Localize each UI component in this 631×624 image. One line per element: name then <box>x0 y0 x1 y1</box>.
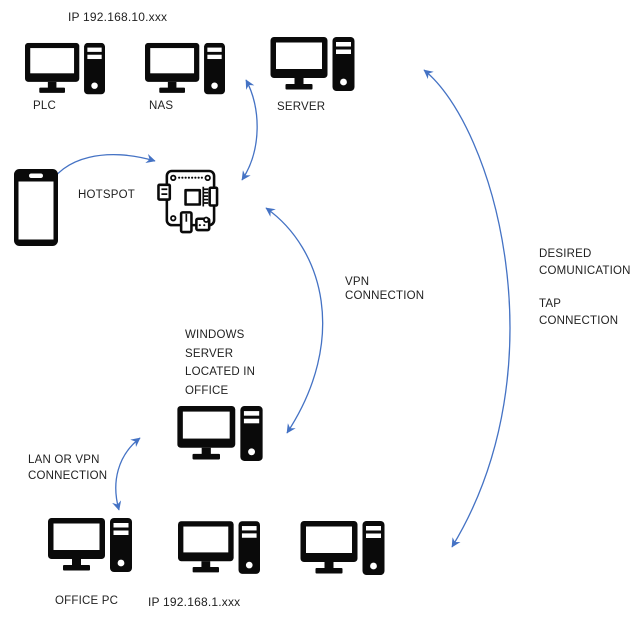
tap-connection-annotation: TAP CONNECTION <box>539 296 618 330</box>
windows-server-computer-icon <box>177 406 263 463</box>
server-label: SERVER <box>277 101 326 113</box>
windows-server-line4: OFFICE <box>185 384 229 397</box>
lan-or-vpn-line1: LAN OR VPN <box>28 454 100 466</box>
lan-or-vpn-annotation: LAN OR VPN CONNECTION <box>28 453 107 484</box>
plc-label: PLC <box>33 100 56 112</box>
windows-server-line2: SERVER <box>185 347 234 360</box>
server-computer-icon <box>270 37 355 93</box>
office-pc-computer-icon <box>48 518 132 574</box>
connection-arrow-nas-raspberry-pi <box>241 79 258 181</box>
hotspot-smartphone-icon <box>14 169 58 246</box>
subnet-top-ip-label: IP 192.168.10.xxx <box>68 10 168 24</box>
connection-arrow-tap-desired-comunication <box>423 69 511 548</box>
vpn-connection-line2: CONNECTION <box>345 289 425 302</box>
plc-computer-icon <box>25 42 105 97</box>
windows-server-line3: LOCATED IN <box>185 366 256 378</box>
office-network-pc3-icon <box>300 521 385 577</box>
tap-connection-line1: TAP <box>539 298 562 310</box>
windows-server-annotation: WINDOWS SERVER LOCATED IN OFFICE <box>185 326 255 400</box>
vpn-connection-line1: VPN <box>345 276 370 288</box>
connection-arrow-hotspot-raspberry-pi <box>46 154 156 190</box>
desired-comunication-annotation: DESIRED COMUNICATION <box>539 246 631 280</box>
subnet-bottom-ip-label: IP 192.168.1.xxx <box>148 595 241 609</box>
lan-or-vpn-line2: CONNECTION <box>28 469 108 482</box>
nas-label: NAS <box>149 100 174 112</box>
connection-arrow-vpn-raspberry-pi-windows-server <box>265 207 324 434</box>
hotspot-label: HOTSPOT <box>78 189 135 201</box>
desired-comunication-line2: COMUNICATION <box>539 265 631 277</box>
windows-server-line1: WINDOWS <box>185 329 245 341</box>
vpn-connection-annotation: VPN CONNECTION <box>345 276 424 303</box>
office-pc-label: OFFICE PC <box>55 595 119 607</box>
connection-arrow-lan-windows-server-office-pc <box>112 437 141 511</box>
desired-comunication-line1: DESIRED <box>539 248 592 260</box>
tap-connection-line2: CONNECTION <box>539 315 619 327</box>
office-network-pc2-icon <box>178 521 260 576</box>
nas-computer-icon <box>145 42 225 97</box>
raspberry-pi-board-icon <box>157 169 220 238</box>
